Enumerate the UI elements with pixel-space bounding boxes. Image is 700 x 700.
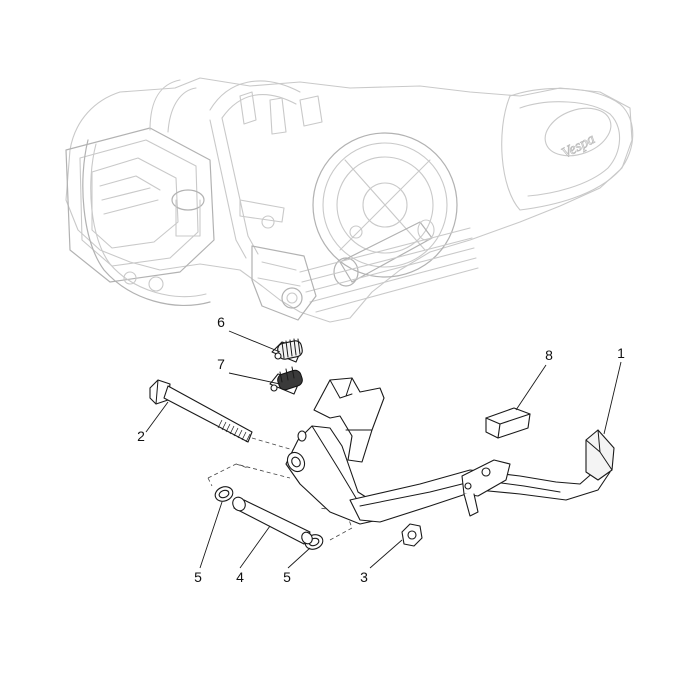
callout-2: 2: [137, 428, 145, 444]
bolt-part-2: [149, 379, 253, 443]
callout-6: 6: [217, 314, 225, 330]
callout-5-left: 5: [194, 569, 202, 585]
callout-4: 4: [236, 569, 244, 585]
callout-1: 1: [617, 345, 625, 361]
pin-part-4: [232, 496, 313, 545]
engine-ghost-outline: Vespa: [65, 77, 634, 323]
assembly-dashed-lines: [207, 437, 353, 541]
callout-labels: 1 2 3 4 5 5 6 7 8: [137, 314, 625, 585]
spring-lower-part-7: [269, 366, 303, 395]
callout-5-right: 5: [283, 569, 291, 585]
rubber-stop-part-8: [485, 407, 531, 439]
center-stand-part-1: [285, 377, 615, 525]
washer-left-part-5: [214, 486, 234, 502]
engine-brand-logo: Vespa: [559, 131, 597, 162]
callout-3: 3: [360, 569, 368, 585]
callout-7: 7: [217, 356, 225, 372]
spring-upper-part-6: [271, 338, 303, 363]
leader-lines: [145, 330, 622, 569]
nut-part-3: [401, 523, 423, 547]
callout-8: 8: [545, 347, 553, 363]
